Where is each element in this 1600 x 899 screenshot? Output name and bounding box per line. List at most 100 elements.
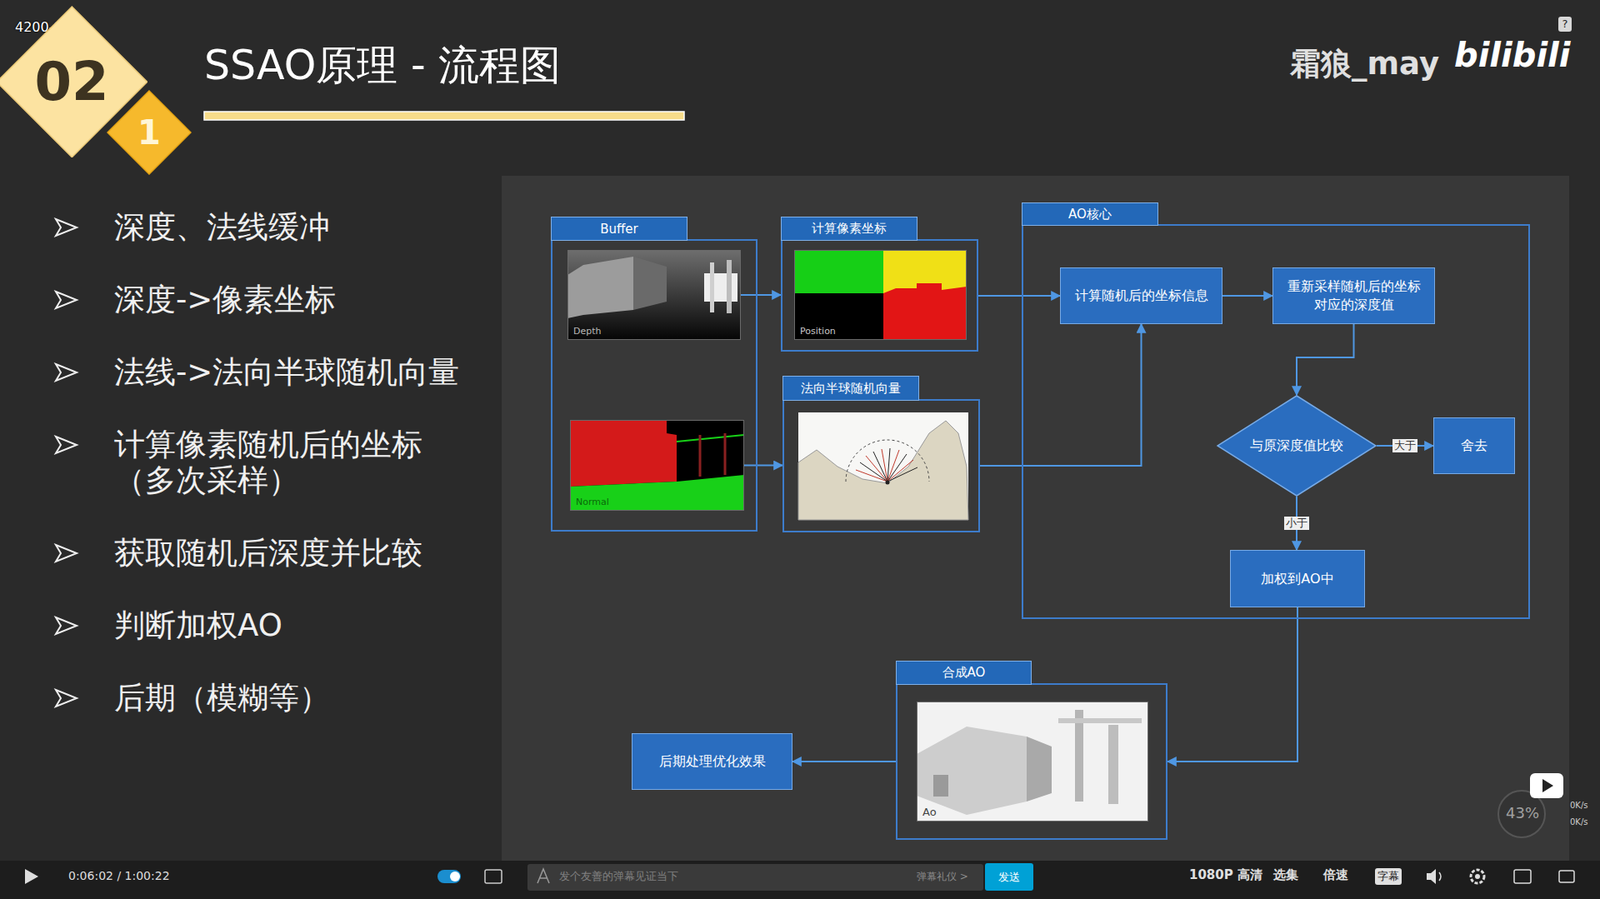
sample-ray [873,451,888,482]
normal-detail [676,435,745,442]
group-panel: 合成AOAo [895,683,1168,840]
ao-pole [1108,725,1119,805]
node-text: 后期处理优化效果 [659,752,766,771]
group-tab: AO核心 [1021,202,1159,226]
danmaku-placeholder: 发个友善的弹幕见证当下 [559,870,679,883]
tv-icon-play [1542,779,1554,793]
progress-percent: 43% [1505,804,1540,822]
group-panel: BufferDepthNormal [550,239,758,532]
volume-icon [1439,872,1441,881]
connector-arrow [744,465,783,467]
sample-ray [881,449,888,482]
play-icon [25,869,39,885]
hemisphere-outline [845,440,930,482]
depth-building [567,256,634,319]
bullet-arrow [55,545,77,562]
bullet-arrow [55,364,77,381]
diamond-shape [1217,395,1376,496]
sample-ray [887,467,918,482]
process-box: 重新采样随机后的坐标对应的深度值 [1272,267,1435,325]
bullet-text: 法线->法向半球随机向量 [114,354,460,390]
sample-origin [885,480,890,485]
position-image [883,250,967,294]
connector-arrow [1222,295,1273,297]
group-tab: 计算像素坐标 [780,216,918,241]
group-tab: 法向半球随机向量 [782,375,920,401]
danmaku-input [527,864,984,891]
danmaku-toggle-knob [450,871,460,882]
node-text: 舍去 [1460,436,1488,455]
normal-detail [724,433,727,475]
tv-icon [1530,773,1564,799]
bullet-text: 深度、法线缓冲 [114,209,330,245]
edge-label: 大于 [1392,439,1418,453]
node-text: Depth [573,325,602,337]
bullet-arrow [55,617,77,635]
node-text: Ao [922,805,937,819]
uploader-watermark: 霜狼_may [1290,45,1440,82]
position-image [794,250,884,294]
help-icon: ? [1558,16,1572,32]
decision-diamond: 与原深度值比较 [1216,395,1377,497]
group-panel: 计算像素坐标Position [780,239,979,352]
volume-icon [1426,869,1436,885]
text-style-icon [537,869,550,884]
send-button: 发送 [985,863,1034,891]
normal-image [570,420,745,511]
connector-arrow [1167,607,1298,762]
ao-door [933,775,949,797]
episodes-button: 选集 [1273,868,1299,884]
node-text: 合成AO [942,665,986,681]
ao-image [916,701,1149,822]
node-text: AO核心 [1068,206,1112,223]
bullet-arrow [55,436,77,454]
depth-image [567,250,741,340]
net-speed: 0K/s [1570,817,1589,828]
bullet-text: 深度->像素坐标 [114,281,336,318]
danmaku-settings-icon [485,870,502,884]
bullet-text: 计算像素随机后的坐标（多次采样） [114,426,456,500]
group-panel: AO核心计算随机后的坐标信息重新采样随机后的坐标对应的深度值与原深度值比较舍去加… [1021,224,1530,620]
bullet-text: 获取随机后深度并比较 [114,535,423,571]
image-panel: Position [794,250,967,340]
slide-title: SSAO原理 - 流程图 [204,41,561,90]
position-image [794,293,884,340]
hemisphere-terrain [798,420,969,520]
fullscreen-icon [1559,870,1575,883]
image-panel: Depth [567,250,741,340]
position-image [883,293,967,340]
danmaku-toggle [437,870,461,884]
depth-pole [726,260,732,314]
group-tab: 合成AO [895,660,1032,685]
player-bar [0,860,1600,899]
connector-arrow [792,760,896,763]
normal-ground [570,475,745,511]
group-tab: Buffer [550,216,688,241]
ao-building [1026,736,1052,802]
subtitle-button: 字幕 [1375,868,1402,885]
node-text: 计算像素坐标 [811,220,887,237]
bullet-arrow [55,219,77,236]
normal-detail [699,435,702,477]
sample-rays [855,448,918,482]
edge-label: 小于 [1284,516,1310,530]
node-text: Position [800,325,836,337]
node-text: 计算随机后的坐标信息 [1075,286,1209,305]
depth-pole [710,262,715,313]
sample-ray [865,455,888,482]
speed-button: 倍速 [1323,868,1349,884]
connector-arrow [740,294,781,296]
quality-button: 1080P 高清 [1189,868,1263,884]
node-text: 法向半球随机向量 [800,380,901,397]
diagram-panel [501,175,1570,864]
connector-arrow [978,295,1060,297]
connector-arrow [980,324,1142,466]
node-text: 与原深度值比较 [1250,437,1344,455]
ao-building [916,726,1027,815]
depth-building [633,256,667,310]
sample-ray [887,460,914,482]
settings-icon [1475,874,1480,880]
image-panel: Ao [916,701,1149,822]
depth-sky [704,273,738,302]
